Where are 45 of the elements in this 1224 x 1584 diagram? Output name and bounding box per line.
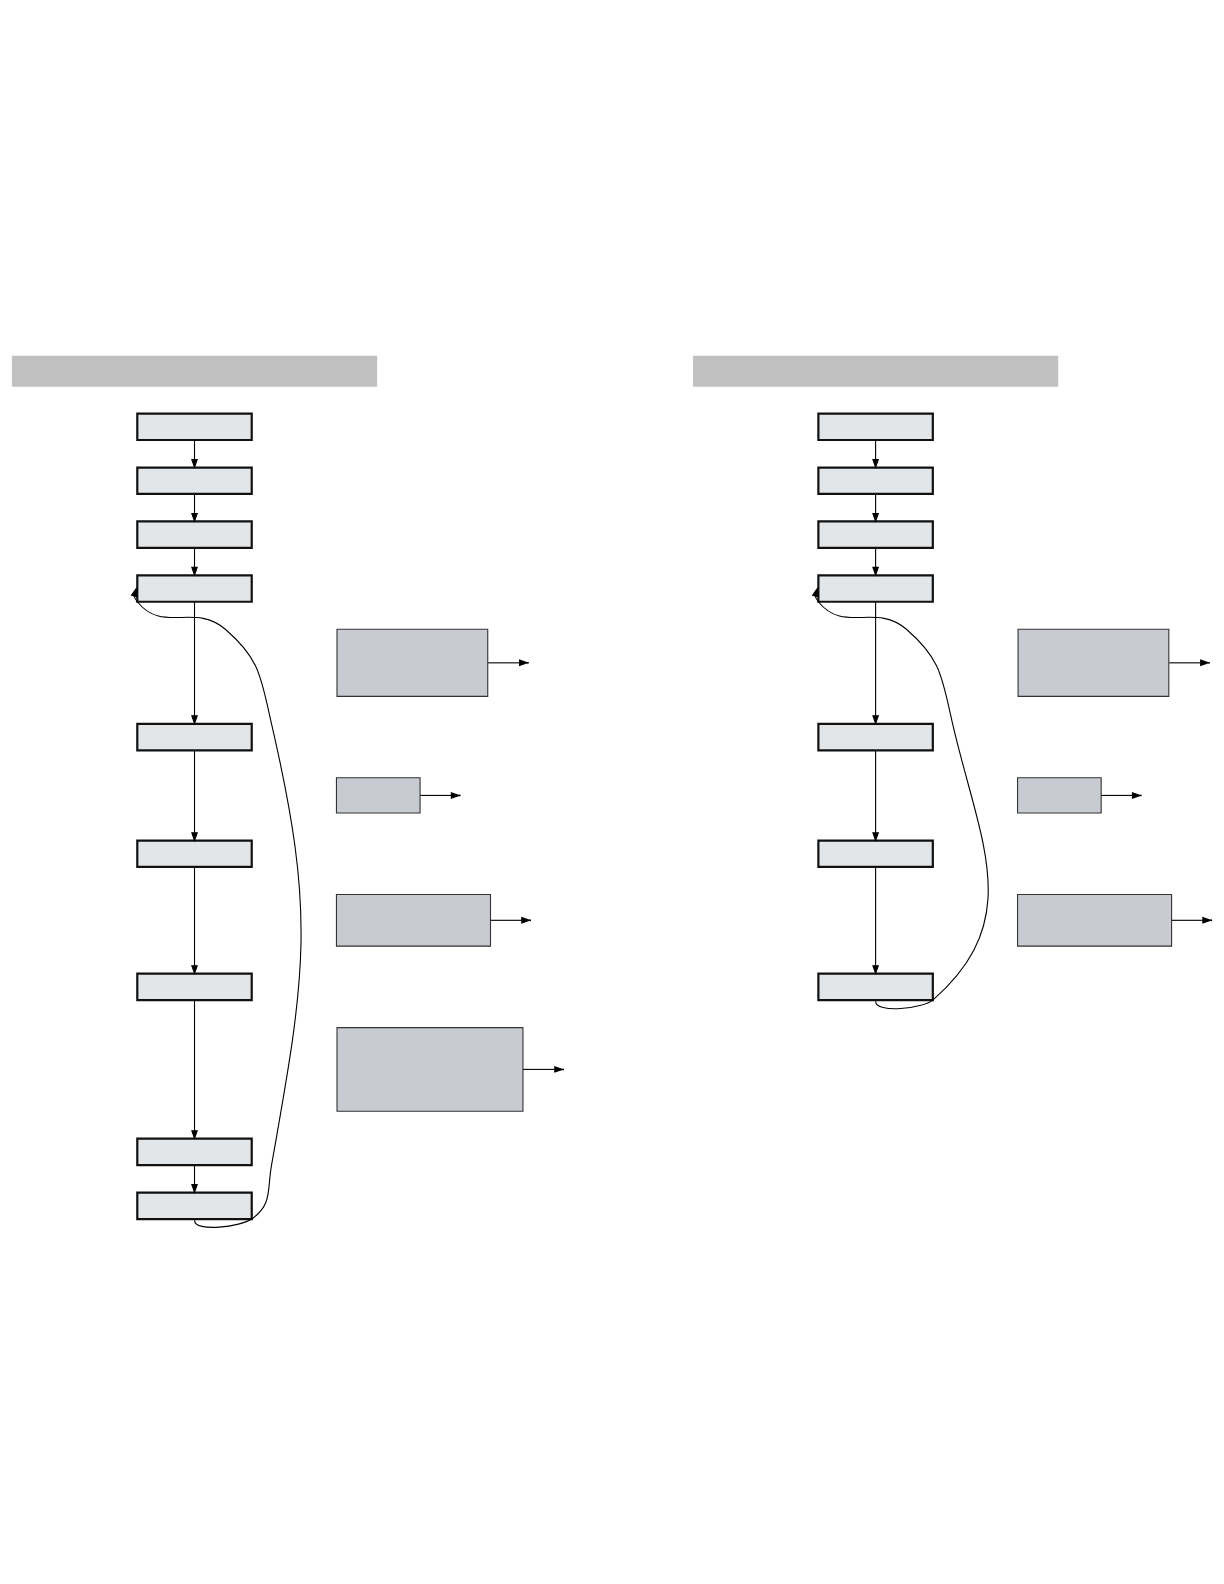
node-box: [817, 839, 934, 869]
arrow: [191, 1165, 198, 1194]
arrow: [130, 586, 302, 1228]
node-box: [136, 412, 253, 442]
node-box: [1017, 777, 1102, 814]
arrow: [191, 601, 198, 726]
arrow: [1168, 659, 1211, 667]
arrow: [487, 659, 529, 667]
node-box: [817, 520, 934, 549]
arrow: [872, 547, 880, 577]
node-box: [817, 466, 934, 496]
arrow: [872, 439, 880, 469]
node-box: [136, 972, 253, 1002]
arrow: [191, 749, 198, 843]
arrow: [811, 586, 989, 1010]
node-box: [136, 520, 253, 549]
arrow: [191, 866, 198, 976]
arrow: [872, 749, 880, 843]
node-box: [336, 628, 489, 697]
arrow: [191, 999, 198, 1141]
node-box: [817, 574, 934, 603]
arrow: [1171, 916, 1213, 924]
arrow: [191, 547, 198, 577]
arrow: [191, 439, 198, 469]
node-box: [335, 893, 492, 947]
arrow: [872, 866, 880, 976]
node-box: [817, 972, 934, 1002]
node-box: [136, 722, 253, 752]
node-box: [136, 839, 253, 869]
node-box: [817, 412, 934, 442]
arrow: [872, 493, 880, 523]
node-box: [817, 722, 934, 752]
arrow: [490, 916, 532, 924]
node-box: [335, 777, 421, 814]
node-box: [1017, 628, 1170, 697]
arrow: [872, 601, 880, 726]
arrow: [191, 493, 198, 523]
node-bar: [692, 355, 1059, 387]
node-box: [136, 1137, 253, 1167]
node-bar: [11, 355, 378, 387]
node-box: [336, 1027, 524, 1112]
node-box: [136, 1191, 253, 1221]
node-box: [1017, 893, 1173, 947]
node-box: [136, 574, 253, 603]
node-box: [136, 466, 253, 496]
